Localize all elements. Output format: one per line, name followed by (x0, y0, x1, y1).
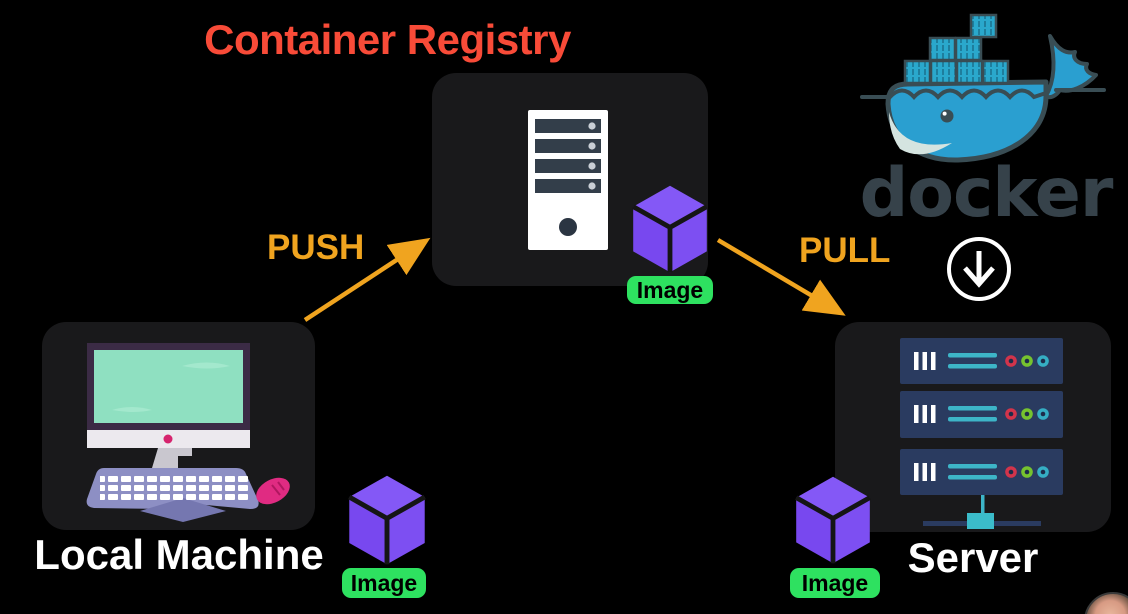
download-arrow-icon (947, 237, 1011, 301)
docker-logo: docker (860, 13, 1115, 222)
image-cube-icon (632, 185, 708, 273)
image-cube-icon (348, 475, 426, 565)
webcam-avatar (1084, 592, 1128, 614)
push-arrow (303, 237, 431, 322)
local-machine-label: Local Machine (34, 531, 324, 578)
image-cube-icon (795, 476, 871, 564)
pull-label: PULL (799, 231, 891, 270)
registry-panel (432, 73, 708, 286)
server-rack-icon (900, 338, 1063, 529)
docker-whale-icon (860, 13, 1106, 163)
image-badge: Image (627, 276, 713, 304)
server-tower-icon (528, 110, 608, 250)
pull-arrow (716, 238, 846, 316)
server-panel (835, 322, 1111, 532)
image-badge: Image (342, 568, 426, 598)
image-badge: Image (790, 568, 880, 598)
local-machine-panel (42, 322, 315, 530)
page-title: Container Registry (204, 16, 571, 63)
docker-wordmark: docker (860, 154, 1114, 222)
computer-icon (86, 343, 290, 522)
push-label: PUSH (267, 228, 365, 267)
server-label: Server (907, 534, 1039, 581)
